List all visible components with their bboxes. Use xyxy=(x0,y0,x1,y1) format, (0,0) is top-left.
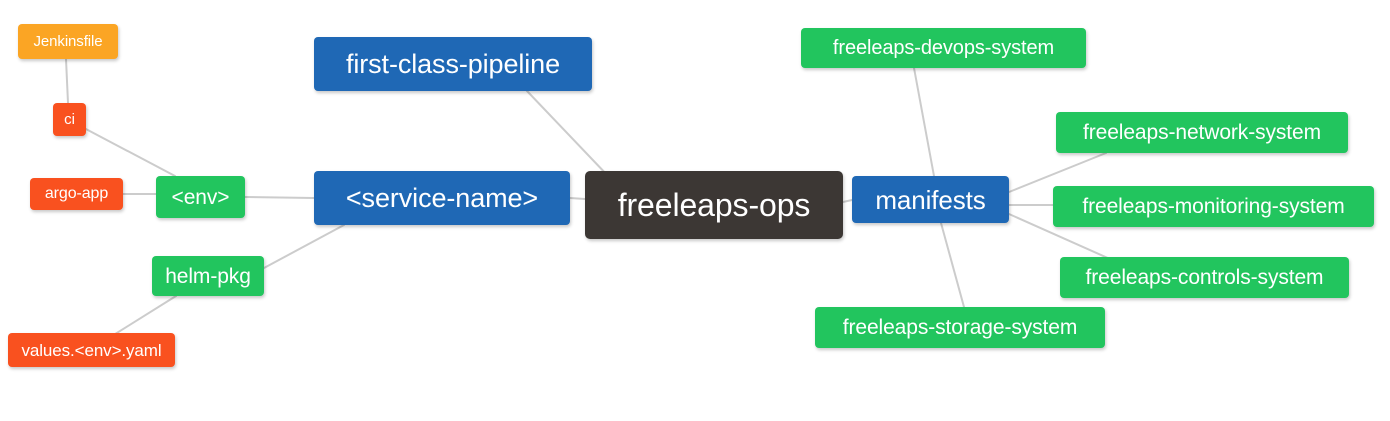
edge-freeleaps-ops-to-manifests xyxy=(842,199,853,203)
edge-manifests-to-freeleaps-devops-system xyxy=(913,67,935,177)
node-env[interactable]: <env> xyxy=(156,176,245,218)
node-values-env-yaml[interactable]: values.<env>.yaml xyxy=(8,333,175,367)
edge-manifests-to-freeleaps-storage-system xyxy=(940,222,965,308)
node-freeleaps-storage-system[interactable]: freeleaps-storage-system xyxy=(815,307,1105,348)
edge-freeleaps-ops-to-first-class-pipeline xyxy=(526,90,611,179)
edge-env-to-ci xyxy=(83,127,176,177)
edge-service-name-to-helm-pkg xyxy=(263,224,345,269)
node-jenkinsfile[interactable]: Jenkinsfile xyxy=(18,24,118,59)
edge-service-name-to-env xyxy=(244,196,315,199)
node-argo-app[interactable]: argo-app xyxy=(30,178,123,210)
node-service-name[interactable]: <service-name> xyxy=(314,171,570,225)
node-ci[interactable]: ci xyxy=(53,103,86,136)
node-freeleaps-network-system[interactable]: freeleaps-network-system xyxy=(1056,112,1348,153)
node-freeleaps-controls-system[interactable]: freeleaps-controls-system xyxy=(1060,257,1349,298)
node-first-class-pipeline[interactable]: first-class-pipeline xyxy=(314,37,592,91)
node-freeleaps-devops-system[interactable]: freeleaps-devops-system xyxy=(801,28,1086,68)
edge-ci-to-jenkinsfile xyxy=(65,58,69,104)
edge-freeleaps-ops-to-service-name xyxy=(569,197,586,200)
node-freeleaps-monitoring-system[interactable]: freeleaps-monitoring-system xyxy=(1053,186,1374,227)
node-freeleaps-ops[interactable]: freeleaps-ops xyxy=(585,171,843,239)
edge-helm-pkg-to-values-env-yaml xyxy=(111,295,177,337)
node-manifests[interactable]: manifests xyxy=(852,176,1009,223)
node-helm-pkg[interactable]: helm-pkg xyxy=(152,256,264,296)
